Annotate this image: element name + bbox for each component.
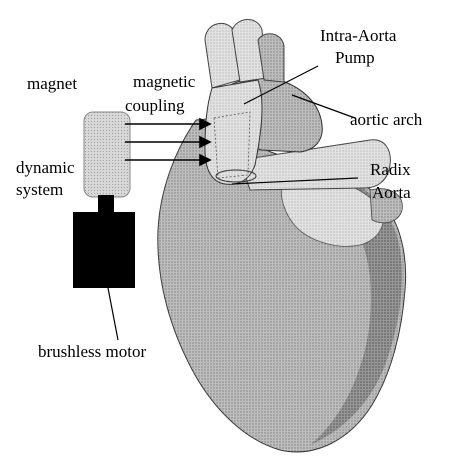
brushless-motor-block <box>73 212 135 288</box>
leader-brushless-motor <box>108 288 118 340</box>
label-system: system <box>16 180 63 199</box>
ascending-aorta <box>205 80 262 184</box>
label-brushless-motor: brushless motor <box>38 342 146 361</box>
label-pump: Pump <box>335 48 375 67</box>
label-magnetic: magnetic <box>133 72 195 91</box>
label-dynamic: dynamic <box>16 158 75 177</box>
label-magnet: magnet <box>27 74 77 93</box>
label-coupling: coupling <box>125 96 185 115</box>
label-radix: Radix <box>370 160 411 179</box>
label-aortic-arch: aortic arch <box>350 110 422 129</box>
motor-shaft <box>98 195 114 213</box>
magnet-block <box>84 112 130 197</box>
label-intra-aorta: Intra-Aorta <box>320 26 396 45</box>
label-aorta: Aorta <box>372 183 411 202</box>
